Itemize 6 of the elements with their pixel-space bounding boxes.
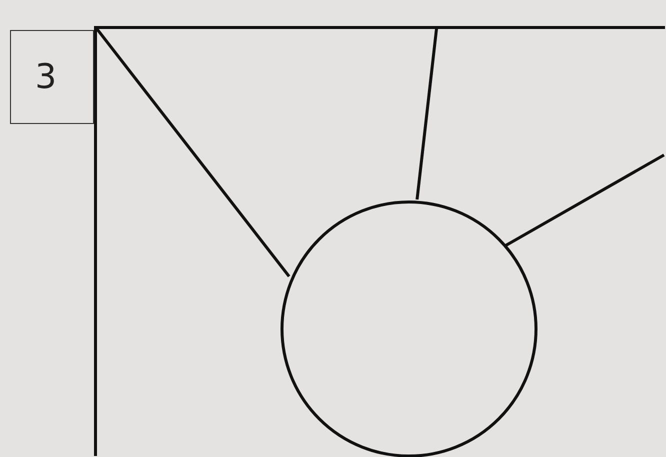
connector-line — [96, 28, 290, 278]
number-box — [10, 30, 94, 124]
frame-outline — [94, 26, 665, 456]
box-number: 3 — [35, 57, 57, 97]
connector-line — [504, 154, 665, 248]
connector-line — [416, 28, 438, 200]
